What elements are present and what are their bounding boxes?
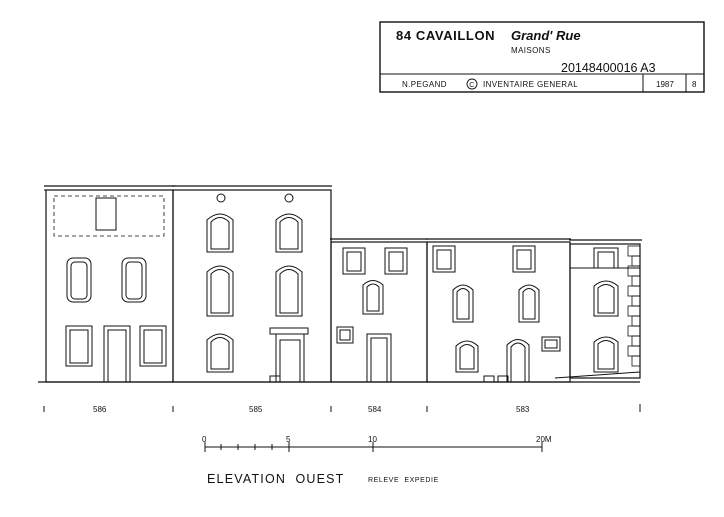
window-583-mid-left-inner	[456, 288, 470, 320]
cartouche-street: Grand' Rue	[511, 28, 581, 43]
window-583-mid-right	[518, 284, 540, 323]
scale-label-10: 10	[368, 435, 377, 444]
niche-584	[336, 326, 354, 344]
window-585-top-right	[275, 213, 303, 253]
parcel-label-583: 583	[516, 405, 530, 414]
house-584	[330, 238, 428, 383]
window-right-mid-inner	[597, 284, 615, 314]
window-583-ground-left-inner	[459, 344, 475, 370]
window-right-top-inner	[597, 251, 615, 269]
cartouche-subject: MAISONS	[511, 46, 551, 55]
house-right-end	[569, 239, 642, 379]
window-586-ground-left-inner	[69, 329, 89, 364]
parcel-markers	[43, 404, 641, 412]
window-586-ground-left	[65, 325, 93, 367]
facade-right-end	[569, 243, 641, 379]
door-584-inner	[370, 337, 388, 383]
step-detail-3	[269, 375, 281, 383]
window-585-ground-left-inner	[210, 337, 230, 370]
house-583	[426, 238, 571, 383]
window-584-top-left	[342, 247, 366, 275]
window-583-mid-left	[452, 284, 474, 323]
window-right-mid	[593, 280, 619, 317]
quoins-right-end	[627, 245, 641, 367]
window-586-left	[66, 257, 92, 303]
window-585-ground-left	[206, 333, 234, 373]
window-583-top-left	[432, 245, 456, 273]
door-585-canopy	[269, 327, 309, 335]
facade-583	[426, 241, 571, 383]
window-585-mid-right-inner	[279, 269, 299, 314]
caption-note: RELEVE EXPEDIE	[368, 477, 439, 484]
window-583-top-left-inner	[436, 249, 452, 270]
caption-title: ELEVATION OUEST	[207, 472, 345, 486]
scale-label-0: 0	[202, 435, 207, 444]
cartouche-c: C	[469, 82, 474, 89]
parcel-label-586: 586	[93, 405, 107, 414]
window-583-top-right-inner	[516, 249, 532, 270]
window-583-ground-left	[455, 340, 479, 373]
cartouche	[379, 21, 705, 93]
cartouche-reference: 20148400016 A3	[561, 61, 656, 75]
window-right-ground	[593, 336, 619, 373]
window-585-top-left	[206, 213, 234, 253]
house-586	[44, 185, 175, 383]
window-586-ground-right-inner	[143, 329, 163, 364]
cartouche-year: 1987	[656, 80, 674, 89]
oculus-585-left	[216, 193, 226, 203]
scale-bar	[204, 442, 543, 452]
copyright-circle	[466, 78, 478, 90]
parcel-label-584: 584	[368, 405, 382, 414]
window-585-mid-left	[206, 265, 234, 317]
plaque-583-inner	[544, 339, 558, 349]
door-586-inner	[107, 329, 127, 383]
window-585-mid-right	[275, 265, 303, 317]
cartouche-sheet-number: 8	[692, 80, 697, 89]
window-586-right	[121, 257, 147, 303]
cartouche-place: 84 CAVAILLON	[396, 28, 495, 43]
facade-elevation	[38, 185, 642, 383]
scale-label-5: 5	[286, 435, 291, 444]
window-584-mid-inner	[366, 283, 380, 312]
cartouche-institution: INVENTAIRE GENERAL	[483, 80, 578, 89]
door-583-inner	[510, 342, 526, 382]
window-586-right-inner	[125, 261, 143, 300]
window-right-ground-inner	[597, 340, 615, 370]
cartouche-author: N.PEGAND	[402, 80, 447, 89]
window-583-mid-right-inner	[522, 288, 536, 320]
window-586-left-inner	[70, 261, 88, 300]
window-585-top-left-inner	[210, 217, 230, 250]
oculus-585-right	[284, 193, 294, 203]
facade-584	[330, 241, 428, 383]
window-584-top-left-inner	[346, 251, 362, 272]
house-585	[172, 185, 332, 383]
attic-window-586	[95, 197, 117, 231]
window-584-top-right	[384, 247, 408, 275]
door-583	[506, 339, 530, 382]
door-585-inner	[279, 339, 301, 383]
step-detail-2	[497, 375, 509, 383]
window-585-mid-left-inner	[210, 269, 230, 314]
scale-label-20m: 20M	[536, 435, 552, 444]
cartouche-frame	[379, 21, 705, 93]
facade-586	[45, 189, 174, 383]
window-585-top-right-inner	[279, 217, 299, 250]
dashed-opening-586	[53, 195, 165, 237]
window-584-mid	[362, 280, 384, 315]
parcel-label-585: 585	[249, 405, 263, 414]
ground-line-step	[554, 371, 641, 379]
facade-585	[172, 189, 332, 383]
window-586-ground-right	[139, 325, 167, 367]
window-584-top-right-inner	[388, 251, 404, 272]
window-583-top-right	[512, 245, 536, 273]
niche-584-inner	[339, 329, 351, 341]
plaque-583	[541, 336, 561, 352]
step-detail-1	[483, 375, 495, 383]
